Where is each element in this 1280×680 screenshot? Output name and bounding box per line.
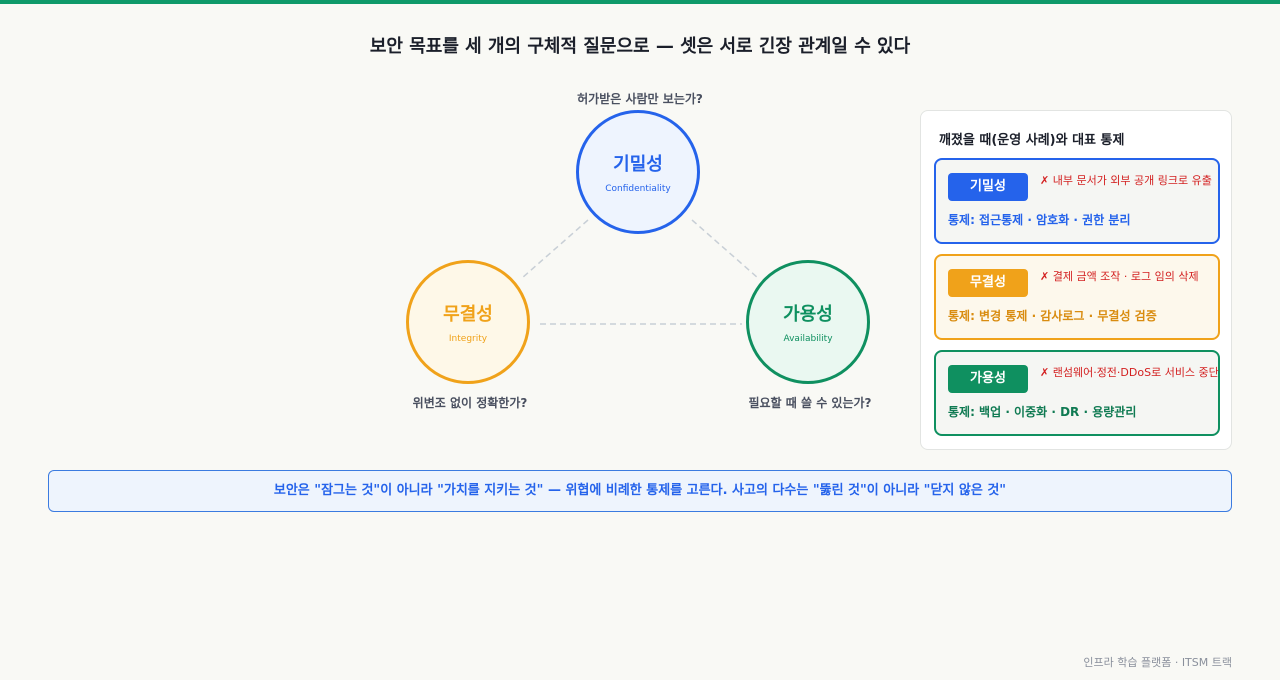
confidentiality-en: Confidentiality (605, 184, 671, 194)
confidentiality-question: 허가받은 사람만 보는가? (577, 92, 703, 106)
summary-banner: 보안은 "잠그는 것"이 아니라 "가치를 지키는 것" — 위협에 비례한 통… (48, 470, 1232, 512)
confidentiality-name: 기밀성 (613, 154, 663, 175)
panel-title: 깨졌을 때(운영 사례)와 대표 통제 (939, 133, 1125, 148)
availability-node: 가용성 Availability (746, 260, 870, 384)
availability-name: 가용성 (783, 304, 833, 325)
availability-badge: 가용성 (948, 365, 1028, 393)
integrity-question: 위변조 없이 정확한가? (412, 396, 528, 410)
confidentiality-control: 통제: 접근통제 · 암호화 · 권한 분리 (948, 213, 1131, 227)
availability-control: 통제: 백업 · 이중화 · DR · 용량관리 (948, 405, 1137, 419)
link-conf-avail (691, 219, 759, 279)
availability-card: 가용성 ✗ 랜섬웨어·정전·DDoS로 서비스 중단 통제: 백업 · 이중화 … (934, 350, 1220, 436)
availability-question: 필요할 때 쓸 수 있는가? (748, 396, 872, 410)
confidentiality-node: 기밀성 Confidentiality (576, 110, 700, 234)
integrity-card: 무결성 ✗ 결제 금액 조작 · 로그 임의 삭제 통제: 변경 통제 · 감사… (934, 254, 1220, 340)
integrity-incident: ✗ 결제 금액 조작 · 로그 임의 삭제 (1040, 270, 1199, 283)
integrity-en: Integrity (448, 334, 488, 344)
confidentiality-incident: ✗ 내부 문서가 외부 공개 링크로 유출 (1040, 174, 1212, 187)
integrity-control: 통제: 변경 통제 · 감사로그 · 무결성 검증 (948, 309, 1157, 323)
incident-control-panel: 깨졌을 때(운영 사례)와 대표 통제 기밀성 ✗ 내부 문서가 외부 공개 링… (920, 110, 1232, 450)
integrity-name: 무결성 (443, 304, 493, 325)
page-title: 보안 목표를 세 개의 구체적 질문으로 — 셋은 서로 긴장 관계일 수 있다 (369, 36, 911, 57)
integrity-badge: 무결성 (948, 269, 1028, 297)
link-conf-int (521, 219, 589, 279)
integrity-node: 무결성 Integrity (406, 260, 530, 384)
confidentiality-card: 기밀성 ✗ 내부 문서가 외부 공개 링크로 유출 통제: 접근통제 · 암호화… (934, 158, 1220, 244)
confidentiality-badge: 기밀성 (948, 173, 1028, 201)
availability-incident: ✗ 랜섬웨어·정전·DDoS로 서비스 중단 (1040, 366, 1219, 379)
footer-text: 인프라 학습 플랫폼 · ITSM 트랙 (1083, 656, 1232, 669)
top-accent-bar (0, 0, 1280, 4)
availability-en: Availability (783, 334, 833, 344)
